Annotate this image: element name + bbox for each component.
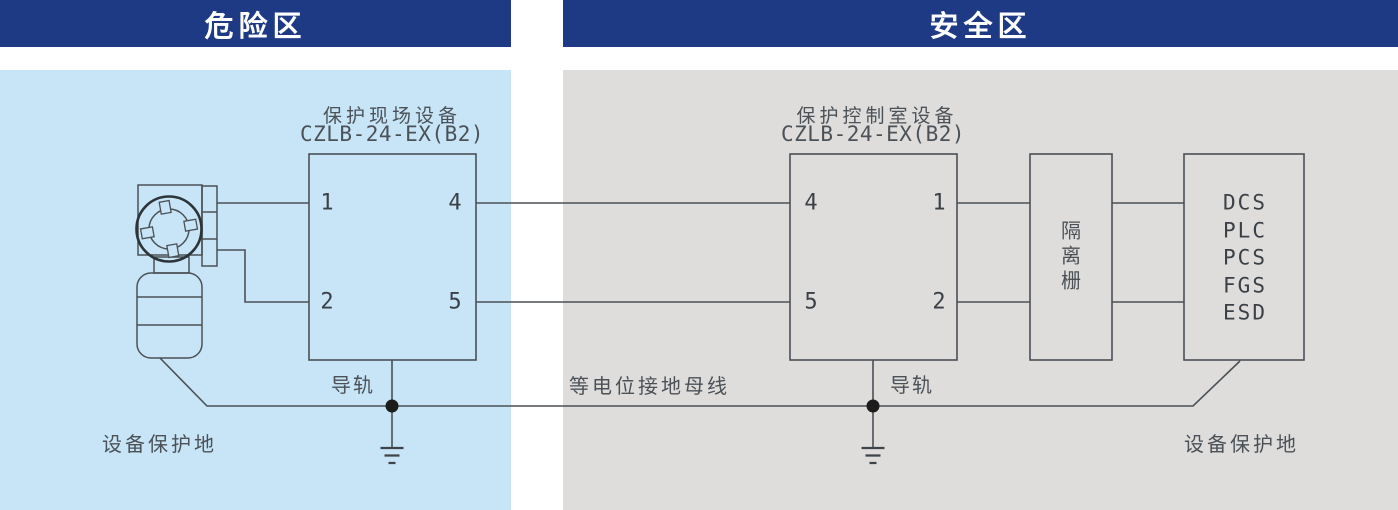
safe-zone-panel bbox=[563, 70, 1398, 510]
control-systems-label: DCS PLC PCS FGS ESD bbox=[1223, 190, 1267, 325]
hazard-zone-header: 危险区 bbox=[0, 0, 511, 47]
field-terminal-1: 1 bbox=[320, 190, 334, 216]
field-instrument-icon bbox=[135, 184, 218, 359]
control-terminal-5: 5 bbox=[804, 289, 818, 315]
field-protector-box bbox=[308, 153, 477, 361]
control-systems-box bbox=[1183, 153, 1305, 361]
safe-zone-header: 安全区 bbox=[563, 0, 1398, 47]
protective-ground-label-right: 设备保护地 bbox=[1184, 434, 1299, 456]
control-terminal-1: 1 bbox=[932, 190, 946, 216]
field-terminal-4: 4 bbox=[448, 190, 462, 216]
control-device-title: 保护控制室设备 bbox=[796, 106, 958, 127]
junction-dot-left bbox=[385, 399, 399, 413]
rail-label-left: 导轨 bbox=[331, 375, 375, 397]
control-protector-box bbox=[789, 153, 958, 361]
junction-dot-right bbox=[866, 399, 880, 413]
ground-icon-right bbox=[861, 446, 885, 465]
control-terminal-2: 2 bbox=[932, 289, 946, 315]
protective-ground-label-left: 设备保护地 bbox=[102, 434, 217, 456]
rotor-notches bbox=[139, 199, 199, 259]
safe-zone-title: 安全区 bbox=[929, 10, 1032, 43]
isolation-barrier-label: 隔离栅 bbox=[1061, 220, 1081, 293]
field-device-model: CZLB-24-EX(B2) bbox=[299, 122, 485, 146]
control-terminal-4: 4 bbox=[804, 190, 818, 216]
ground-icon-left bbox=[380, 446, 404, 465]
rail-label-right: 导轨 bbox=[890, 375, 934, 397]
isolation-barrier-box bbox=[1029, 153, 1113, 361]
control-device-model: CZLB-24-EX(B2) bbox=[780, 122, 966, 146]
field-terminal-2: 2 bbox=[320, 289, 334, 315]
field-device-title: 保护现场设备 bbox=[322, 106, 462, 127]
field-terminal-5: 5 bbox=[448, 289, 462, 315]
equipotential-bus-label: 等电位接地母线 bbox=[569, 376, 730, 398]
signal-wires bbox=[217, 202, 1184, 303]
hazard-zone-panel bbox=[0, 70, 511, 510]
hazard-zone-title: 危险区 bbox=[204, 10, 307, 43]
